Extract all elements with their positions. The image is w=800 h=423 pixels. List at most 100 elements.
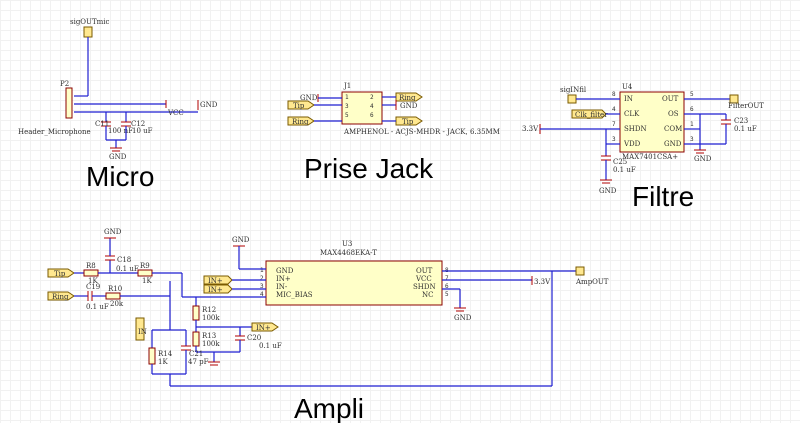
c20-ref: C20: [247, 334, 261, 342]
c11-value: 100 nF: [108, 127, 133, 135]
c20-value: 0.1 uF: [259, 342, 282, 350]
jack-pin-6: 6: [370, 112, 374, 119]
section-title-micro: Micro: [86, 161, 154, 192]
ampli-out-port[interactable]: [575, 266, 585, 276]
r9-value: 1K: [142, 277, 152, 285]
resistor-r8[interactable]: [83, 269, 99, 277]
jack-tip-left-port[interactable]: [287, 100, 315, 110]
jack-ring-right-port[interactable]: [395, 92, 423, 102]
filtre-33v-label: 3.3V: [522, 125, 539, 133]
ampli-ring-port[interactable]: [47, 291, 75, 301]
jack-pin-4: 4: [370, 103, 374, 110]
c12-value: 10 uF: [132, 127, 153, 135]
c23-ref: C23: [734, 117, 748, 125]
jack-ring-left-port[interactable]: [287, 116, 315, 126]
resistor-r10[interactable]: [105, 292, 121, 300]
ampli-in-port[interactable]: [135, 317, 145, 341]
c18-value: 0.1 uF: [116, 265, 139, 273]
r14-ref: R14: [158, 350, 173, 358]
r9-ref: R9: [140, 262, 150, 270]
filtre-pin-shdn: SHDN: [624, 125, 647, 133]
filtre-pin-out: OUT: [662, 95, 679, 103]
ampli-inp3-port[interactable]: [251, 322, 279, 332]
jack-ref: J1: [343, 82, 351, 90]
filtre-pin-num: 5: [690, 91, 694, 98]
c18-ref: C18: [117, 256, 131, 264]
r10-ref: R10: [108, 285, 122, 293]
ampli-inp-port[interactable]: [203, 275, 233, 285]
ampli-ref: U3: [342, 240, 352, 248]
c12-ref: C12: [131, 120, 145, 128]
ampli-gnd-label: GND: [232, 236, 250, 244]
ampli-pin-num: 4: [260, 291, 264, 298]
ampli-pin-inp: IN+: [276, 275, 291, 283]
filtre-pin-vdd: VDD: [623, 140, 641, 148]
filtre-clk-label: Clk_filter: [575, 111, 608, 119]
c25-value: 0.1 uF: [613, 166, 636, 174]
jack-connector[interactable]: [341, 91, 383, 125]
filtre-in-port[interactable]: [567, 94, 577, 104]
r12-ref: R12: [202, 306, 216, 314]
filtre-in-port-label: sigINfil: [560, 86, 587, 94]
jack-block: J1 1 3 5 2 4 6 GND Tip Ring Ring GND Tip…: [287, 82, 500, 184]
micro-gnd-label: GND: [109, 153, 127, 161]
jack-tip-right-label: Tip: [402, 118, 414, 126]
filtre-out-port[interactable]: [729, 94, 739, 104]
r14-value: 1K: [158, 358, 168, 366]
micro-header-ref: P2: [60, 80, 69, 88]
filtre-pin-num: 7: [612, 121, 616, 128]
filtre-pin-num: 1: [690, 121, 694, 128]
resistor-r14[interactable]: [148, 347, 156, 365]
filtre-pin-gnd: GND: [664, 140, 682, 148]
micro-sig-port[interactable]: [83, 26, 93, 38]
ampli-inp-port[interactable]: [203, 284, 233, 294]
ampli-33v-label: 3.3V: [534, 278, 551, 286]
ampli-pin-num: 6: [445, 283, 449, 290]
ampli-pin-num: 2: [260, 275, 264, 282]
c21-ref: C21: [189, 350, 203, 358]
section-title-jack: Prise Jack: [304, 153, 434, 184]
filtre-gnd-label-right: GND: [694, 155, 712, 163]
filtre-block: U4 IN CLK SHDN VDD OUT OS COM GND 8 4 7 …: [522, 83, 764, 212]
section-title-filtre: Filtre: [632, 181, 694, 212]
filtre-clk-port[interactable]: [571, 109, 607, 119]
ampli-pin-inm: IN-: [276, 283, 288, 291]
r13-value: 100k: [202, 340, 220, 348]
section-title-ampli: Ampli: [294, 393, 364, 423]
ampli-pin-gnd: GND: [276, 267, 294, 275]
jack-ring-left-label: Ring: [292, 118, 309, 126]
resistor-r12[interactable]: [192, 305, 200, 321]
r10-value: 20k: [110, 300, 124, 308]
jack-gnd-right-label: GND: [400, 102, 418, 110]
ampli-out-label: AmpOUT: [575, 278, 609, 286]
ampli-pin-nc: NC: [422, 291, 433, 299]
ampli-pin-num: 3: [260, 283, 264, 290]
filtre-pin-num: 3: [690, 136, 694, 143]
filtre-pin-com: COM: [664, 125, 682, 133]
ampli-in-label: IN: [138, 328, 147, 336]
jack-pin-3: 3: [345, 103, 349, 110]
micro-block: sigOUTmic P2 Header_Microphone VCC GND C…: [18, 18, 218, 192]
filtre-ic[interactable]: [619, 91, 685, 153]
micro-header-name: Header_Microphone: [18, 128, 91, 136]
micro-vcc-label: VCC: [167, 109, 184, 117]
ampli-part: MAX4468EKA-T: [320, 249, 377, 257]
r8-ref: R8: [86, 262, 96, 270]
resistor-r9[interactable]: [137, 269, 153, 277]
micro-header[interactable]: [65, 87, 73, 119]
resistor-r13[interactable]: [192, 331, 200, 347]
jack-tip-left-label: Tip: [293, 102, 305, 110]
ampli-inp3-label: IN+: [256, 324, 271, 332]
ampli-pin-num: 1: [260, 267, 264, 274]
micro-gnd-right-label: GND: [200, 101, 218, 109]
ampli-tip-port[interactable]: [47, 268, 75, 278]
jack-tip-right-port[interactable]: [395, 116, 423, 126]
ampli-pin-num: 7: [445, 275, 449, 282]
ampli-ic[interactable]: [265, 260, 443, 306]
c19-ref: C19: [86, 283, 100, 291]
ampli-ring-label: Ring: [52, 293, 69, 301]
filtre-out-label: FilterOUT: [728, 102, 764, 110]
c11-ref: C11: [95, 120, 109, 128]
c23-value: 0.1 uF: [734, 125, 757, 133]
